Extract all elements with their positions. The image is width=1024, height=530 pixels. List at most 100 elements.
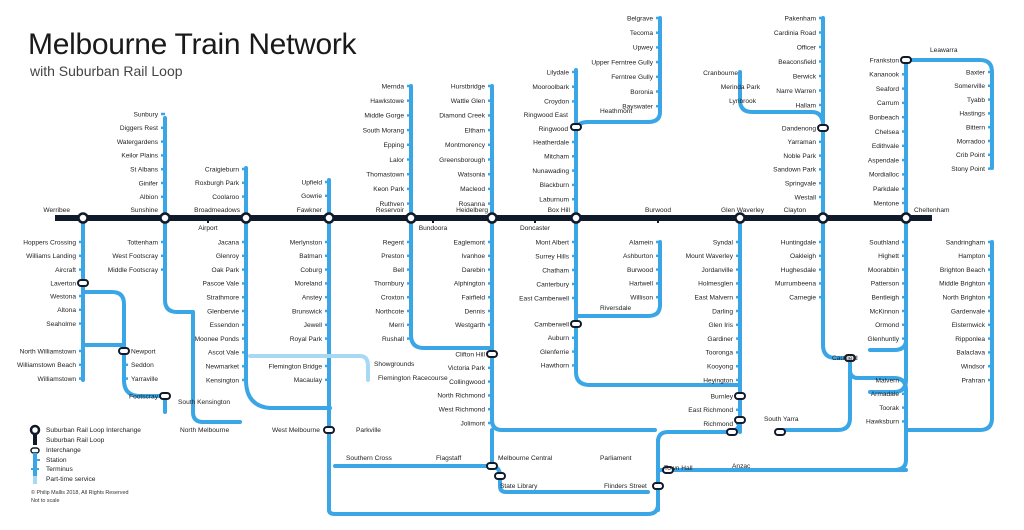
station-label-box-hill[interactable]: Box Hill [548, 207, 571, 214]
station-label-merinda-park[interactable]: Merinda Park [721, 84, 761, 91]
station-label-mooroolbark[interactable]: Mooroolbark [532, 84, 569, 91]
station-label-thomastown[interactable]: Thomastown [366, 172, 404, 179]
station-label-frankston[interactable]: Frankston [870, 57, 900, 64]
station-label-ringwood-east[interactable]: Ringwood East [524, 112, 569, 119]
station-label-aircraft[interactable]: Aircraft [55, 267, 76, 274]
station-label-kananook[interactable]: Kananook [869, 72, 899, 79]
station-label-williams-landing[interactable]: Williams Landing [26, 253, 76, 260]
station-label-morradoo[interactable]: Morradoo [957, 138, 986, 145]
station-label-watergardens[interactable]: Watergardens [117, 139, 159, 146]
station-label-footscray[interactable]: Footscray [129, 393, 159, 400]
station-label-hawkstowe[interactable]: Hawkstowe [370, 98, 404, 105]
interchange-marker[interactable] [486, 462, 498, 470]
station-label-mitcham[interactable]: Mitcham [544, 154, 569, 161]
station-label-upper-ferntree-gully[interactable]: Upper Ferntree Gully [591, 59, 653, 66]
interchange-marker[interactable] [734, 392, 746, 400]
station-label-moonee-ponds[interactable]: Moonee Ponds [195, 336, 240, 343]
station-label-seaholme[interactable]: Seaholme [46, 321, 76, 328]
station-label-willison[interactable]: Willison [630, 295, 653, 302]
station-label-showgrounds[interactable]: Showgrounds [374, 361, 415, 368]
station-label-heidelberg[interactable]: Heidelberg [456, 207, 488, 214]
interchange-marker[interactable] [817, 124, 829, 132]
srl-interchange-fawkner[interactable] [323, 212, 335, 224]
station-label-east-richmond[interactable]: East Richmond [688, 407, 733, 414]
interchange-marker[interactable] [159, 392, 171, 400]
station-label-toorak[interactable]: Toorak [879, 405, 899, 412]
station-label-yarraville[interactable]: Yarraville [131, 376, 158, 383]
station-label-mckinnon[interactable]: McKinnon [870, 308, 900, 315]
station-label-windsor[interactable]: Windsor [961, 364, 986, 371]
station-label-kensington[interactable]: Kensington [206, 377, 239, 384]
station-label-burwood[interactable]: Burwood [627, 267, 653, 274]
station-label-heathmont[interactable]: Heathmont [600, 108, 632, 115]
station-label-sandringham[interactable]: Sandringham [946, 239, 986, 246]
station-label-oakleigh[interactable]: Oakleigh [790, 253, 816, 260]
station-label-middle-footscray[interactable]: Middle Footscray [108, 267, 159, 274]
station-label-essendon[interactable]: Essendon [210, 322, 240, 329]
interchange-marker[interactable] [118, 347, 130, 355]
station-label-somerville[interactable]: Somerville [954, 83, 985, 90]
station-label-crib-point[interactable]: Crib Point [956, 152, 985, 159]
station-label-narre-warren[interactable]: Narre Warren [776, 88, 816, 95]
station-label-tooronga[interactable]: Tooronga [706, 350, 734, 357]
srl-interchange-glen-waverley[interactable] [734, 212, 746, 224]
station-label-thornbury[interactable]: Thornbury [374, 281, 405, 288]
station-label-ivanhoe[interactable]: Ivanhoe [462, 253, 486, 260]
station-label-victoria-park[interactable]: Victoria Park [448, 365, 486, 372]
station-label-hawthorn[interactable]: Hawthorn [541, 363, 570, 370]
station-label-belgrave[interactable]: Belgrave [627, 15, 653, 22]
station-label-north-williamstown[interactable]: North Williamstown [20, 348, 77, 355]
station-label-alphington[interactable]: Alphington [454, 281, 485, 288]
srl-interchange-clayton[interactable] [817, 212, 829, 224]
srl-interchange-werribee[interactable] [77, 212, 89, 224]
station-label-cranbourne[interactable]: Cranbourne [703, 70, 738, 77]
station-label-murrumbeena[interactable]: Murrumbeena [775, 281, 816, 288]
station-label-riversdale[interactable]: Riversdale [600, 305, 631, 312]
station-label-mount-waverley[interactable]: Mount Waverley [686, 253, 734, 260]
station-label-leawarra[interactable]: Leawarra [930, 47, 958, 54]
station-label-hallam[interactable]: Hallam [795, 102, 816, 109]
srl-interchange-box-hill[interactable] [570, 212, 582, 224]
station-label-gardenvale[interactable]: Gardenvale [951, 308, 985, 315]
interchange-marker[interactable] [323, 426, 335, 434]
station-label-state-library[interactable]: State Library [500, 483, 538, 490]
station-label-yarraman[interactable]: Yarraman [788, 139, 817, 146]
station-label-mernda[interactable]: Mernda [382, 83, 405, 90]
station-label-montmorency[interactable]: Montmorency [445, 142, 486, 149]
station-label-batman[interactable]: Batman [299, 253, 322, 260]
srl-interchange-cheltenham[interactable] [900, 212, 912, 224]
srl-interchange-broadmeadows[interactable] [240, 212, 252, 224]
station-label-broadmeadows[interactable]: Broadmeadows [194, 207, 241, 214]
station-label-burnley[interactable]: Burnley [711, 393, 734, 400]
station-label-lalor[interactable]: Lalor [389, 157, 404, 164]
station-label-sandown-park[interactable]: Sandown Park [773, 167, 817, 174]
station-label-town-hall[interactable]: Town Hall [664, 465, 693, 472]
station-label-south-kensington[interactable]: South Kensington [178, 399, 230, 406]
station-label-stony-point[interactable]: Stony Point [951, 166, 985, 173]
station-label-reservoir[interactable]: Reservoir [376, 207, 405, 214]
station-label-lilydale[interactable]: Lilydale [547, 69, 570, 76]
station-label-blackburn[interactable]: Blackburn [540, 182, 570, 189]
station-label-tottenham[interactable]: Tottenham [127, 239, 158, 246]
station-label-flagstaff[interactable]: Flagstaff [436, 455, 461, 462]
station-label-west-footscray[interactable]: West Footscray [112, 253, 158, 260]
station-label-bundoora[interactable]: Bundoora [419, 225, 448, 232]
station-label-greensborough[interactable]: Greensborough [439, 157, 485, 164]
station-label-mordialloc[interactable]: Mordialloc [869, 172, 900, 179]
station-label-bonbeach[interactable]: Bonbeach [869, 115, 899, 122]
station-label-ashburton[interactable]: Ashburton [623, 253, 653, 260]
station-label-preston[interactable]: Preston [381, 253, 404, 260]
station-label-newmarket[interactable]: Newmarket [206, 364, 240, 371]
station-label-eltham[interactable]: Eltham [464, 127, 485, 134]
station-label-parliament[interactable]: Parliament [600, 455, 632, 462]
station-label-royal-park[interactable]: Royal Park [290, 336, 323, 343]
station-label-mont-albert[interactable]: Mont Albert [536, 239, 570, 246]
station-label-jewell[interactable]: Jewell [304, 322, 323, 329]
station-label-balaclava[interactable]: Balaclava [956, 350, 985, 357]
station-label-jordanville[interactable]: Jordanville [701, 267, 733, 274]
station-label-chelsea[interactable]: Chelsea [875, 129, 900, 136]
station-label-hampton[interactable]: Hampton [958, 253, 985, 260]
station-label-flemington-bridge[interactable]: Flemington Bridge [268, 363, 322, 370]
interchange-marker[interactable] [726, 428, 738, 436]
station-label-merri[interactable]: Merri [389, 322, 405, 329]
